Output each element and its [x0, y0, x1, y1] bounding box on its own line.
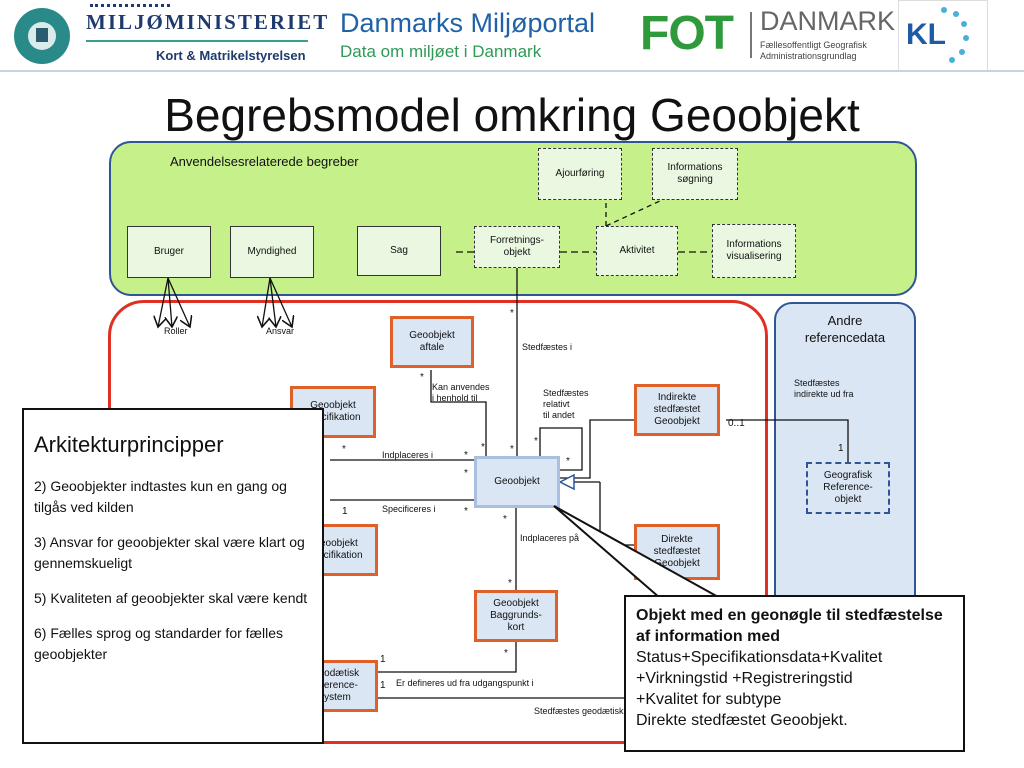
- ministry-subtitle: Kort & Matrikelstyrelsen: [156, 48, 306, 63]
- indplaceres-pa-label: Indplaceres på: [520, 533, 580, 543]
- fot-mark: FOT: [640, 7, 734, 60]
- callout-line: +Virkningstid +Registreringstid: [636, 670, 853, 687]
- principles-title: Arkitekturprincipper: [34, 432, 224, 457]
- green-region-title: Anvendelsesrelaterede begreber: [170, 154, 359, 169]
- header-rule: [0, 70, 1024, 72]
- callout-heading: Objekt med en geonøgle til stedfæstelse …: [636, 607, 943, 645]
- mult-star: *: [342, 444, 346, 455]
- portal-subtitle: Data om miljøet i Danmark: [340, 42, 542, 61]
- indirekte-stedfaestet-box: Indirekte stedfæstet Geoobjekt: [634, 384, 720, 436]
- stedfaestes-i-label: Stedfæstes i: [522, 342, 573, 352]
- stedfaestes-geodaetisk-label: Stedfæstes geodætisk: [534, 706, 624, 716]
- kl-mark: KL: [906, 18, 946, 51]
- geoobjekt-aftale-box: Geoobjekt aftale: [390, 316, 474, 368]
- fot-divider: [750, 12, 752, 58]
- mult-one: 1: [380, 680, 386, 691]
- principle-item: 3) Ansvar for geoobjekter skal være klar…: [34, 534, 305, 571]
- mult-one: 1: [380, 654, 386, 665]
- geoobjekt-box: Geoobjekt: [474, 456, 560, 508]
- ajourforing-box: Ajourføring: [538, 148, 622, 200]
- page-title: Begrebsmodel omkring Geoobjekt: [164, 89, 860, 141]
- informations-sogning-box: Informations søgning: [652, 148, 738, 200]
- bruger-box: Bruger: [127, 226, 211, 278]
- mult-star: *: [503, 514, 507, 525]
- callout-line: Status+Specifikationsdata+Kvalitet: [636, 649, 883, 666]
- myndighed-box: Myndighed: [230, 226, 314, 278]
- kan-anvendes-label: Kan anvendes i henhold til: [432, 382, 490, 403]
- principles-box: Arkitekturprincipper 2) Geoobjekter indt…: [22, 408, 324, 744]
- specificeres-i-label: Specificeres i: [382, 504, 436, 514]
- callout-line: +Kvalitet for subtype: [636, 691, 782, 708]
- fot-subtitle-1: Fællesoffentligt Geografisk: [760, 40, 867, 50]
- ministry-name: MILJØMINISTERIET: [86, 10, 330, 34]
- principle-item: 5) Kvaliteten af geoobjekter skal være k…: [34, 590, 308, 606]
- mult-star: *: [464, 450, 468, 461]
- mult-star: *: [464, 468, 468, 479]
- mult-star: *: [504, 648, 508, 659]
- mult-star: *: [534, 436, 538, 447]
- er-defineres-label: Er defineres ud fra udgangspunkt i: [396, 678, 534, 688]
- mult-zero-one: 0..1: [728, 418, 745, 429]
- kl-logo-icon: [898, 0, 988, 72]
- baggrundskort-box: Geoobjekt Baggrunds- kort: [474, 590, 558, 642]
- ministry-rule: [86, 40, 308, 42]
- mult-one: 1: [342, 506, 348, 517]
- geografisk-reference-box: Geografisk Reference- objekt: [806, 462, 890, 514]
- principle-item: 6) Fælles sprog og standarder for fælles…: [34, 625, 283, 662]
- principle-item: 2) Geoobjekter indtastes kun en gang og …: [34, 478, 287, 515]
- andre-region-title: Andre referencedata: [804, 313, 886, 345]
- fot-name: DANMARK: [760, 6, 896, 36]
- indplaceres-i-label: Indplaceres i: [382, 450, 434, 460]
- stedfaestes-relativt-label: Stedfæstes relativt til andet: [543, 388, 589, 420]
- mult-star: *: [566, 456, 570, 467]
- mult-star: *: [464, 506, 468, 517]
- mult-star: *: [481, 442, 485, 453]
- ministry-crest-icon: [14, 8, 70, 64]
- ministry-dots: [90, 4, 170, 10]
- informations-visualisering-box: Informations visualisering: [712, 224, 796, 278]
- callout-box: Objekt med en geonøgle til stedfæstelse …: [624, 595, 965, 752]
- fot-subtitle-2: Administrationsgrundlag: [760, 51, 857, 61]
- sag-box: Sag: [357, 226, 441, 276]
- header-logos: MILJØMINISTERIET Kort & Matrikelstyrelse…: [0, 0, 1024, 72]
- roller-label: Roller: [164, 326, 188, 336]
- portal-name: Danmarks Miljøportal: [340, 8, 596, 38]
- mult-star: *: [510, 308, 514, 319]
- mult-star: *: [420, 372, 424, 383]
- mult-star: *: [508, 578, 512, 589]
- callout-line: Direkte stedfæstet Geoobjekt.: [636, 712, 848, 729]
- mult-star: *: [510, 444, 514, 455]
- ansvar-label: Ansvar: [266, 326, 295, 336]
- mult-andre-1: 1: [838, 443, 844, 454]
- aktivitet-box: Aktivitet: [596, 226, 678, 276]
- forretningsobjekt-box: Forretnings- objekt: [474, 226, 560, 268]
- stedfaestes-indirekte-label: Stedfæstes indirekte ud fra: [794, 378, 854, 399]
